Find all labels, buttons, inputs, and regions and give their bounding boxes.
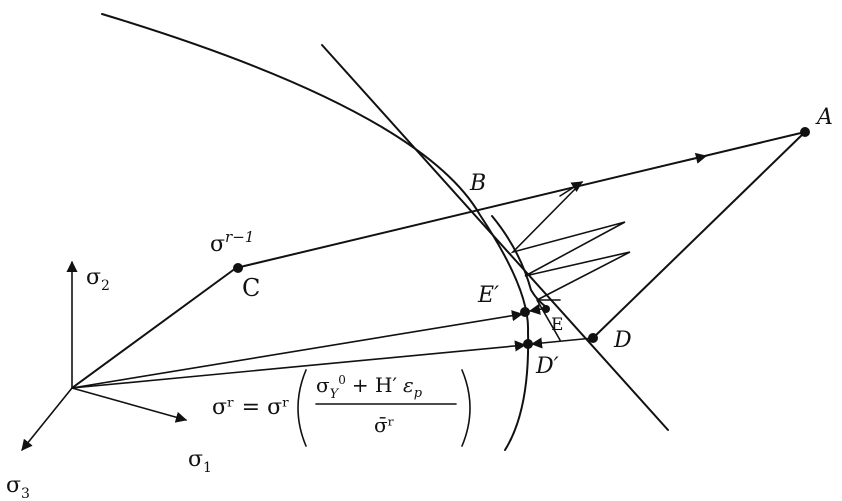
point-A <box>800 127 810 137</box>
label-sigma2: σ2 <box>86 265 110 294</box>
point-Dprime <box>523 339 533 349</box>
label-A: A <box>815 105 833 130</box>
formula-numerator: σY0+ H′εp <box>316 373 423 402</box>
sigma3-axis <box>21 387 73 451</box>
label-C: C <box>242 274 260 302</box>
label-B: B <box>469 171 486 196</box>
point-Eprime <box>520 307 530 317</box>
curve-near-E <box>491 215 549 309</box>
label-Dprime: D′ <box>535 354 559 379</box>
path-C-to-A <box>235 131 806 269</box>
point-C <box>233 263 243 273</box>
formula-denominator: σ̄ʳ <box>374 413 395 437</box>
scaling-formula: σʳ = σʳ σY0+ H′εp σ̄ʳ <box>212 369 471 447</box>
label-E: E <box>551 315 563 335</box>
path-A-to-D <box>592 131 806 339</box>
sigma1-axis <box>71 387 188 423</box>
label-sigma-r-minus-1: σr−1 <box>210 228 254 257</box>
formula-left-paren <box>297 369 307 447</box>
label-sigma3: σ3 <box>6 473 30 501</box>
arrow-on-CA <box>679 152 708 164</box>
zigzag-lower-leg <box>536 299 561 341</box>
formula-lhs: σʳ = σʳ <box>212 395 290 420</box>
path-D-to-Dprime <box>530 337 594 349</box>
path-origin-to-Eprime <box>71 310 524 389</box>
yield-surface-outer <box>101 13 530 333</box>
label-D: D <box>613 328 632 353</box>
arrow-on-zigzag <box>559 181 583 197</box>
point-D <box>588 333 598 343</box>
label-Eprime: E′ <box>477 283 499 308</box>
path-origin-to-Dprime <box>71 340 527 389</box>
point-E <box>542 305 550 313</box>
yield-surface-inner <box>504 331 530 451</box>
label-sigma1: σ1 <box>188 447 212 476</box>
iteration-zigzag <box>510 181 631 301</box>
path-origin-to-C <box>71 267 237 389</box>
tangent-line <box>321 44 669 431</box>
formula-right-paren <box>461 369 471 447</box>
